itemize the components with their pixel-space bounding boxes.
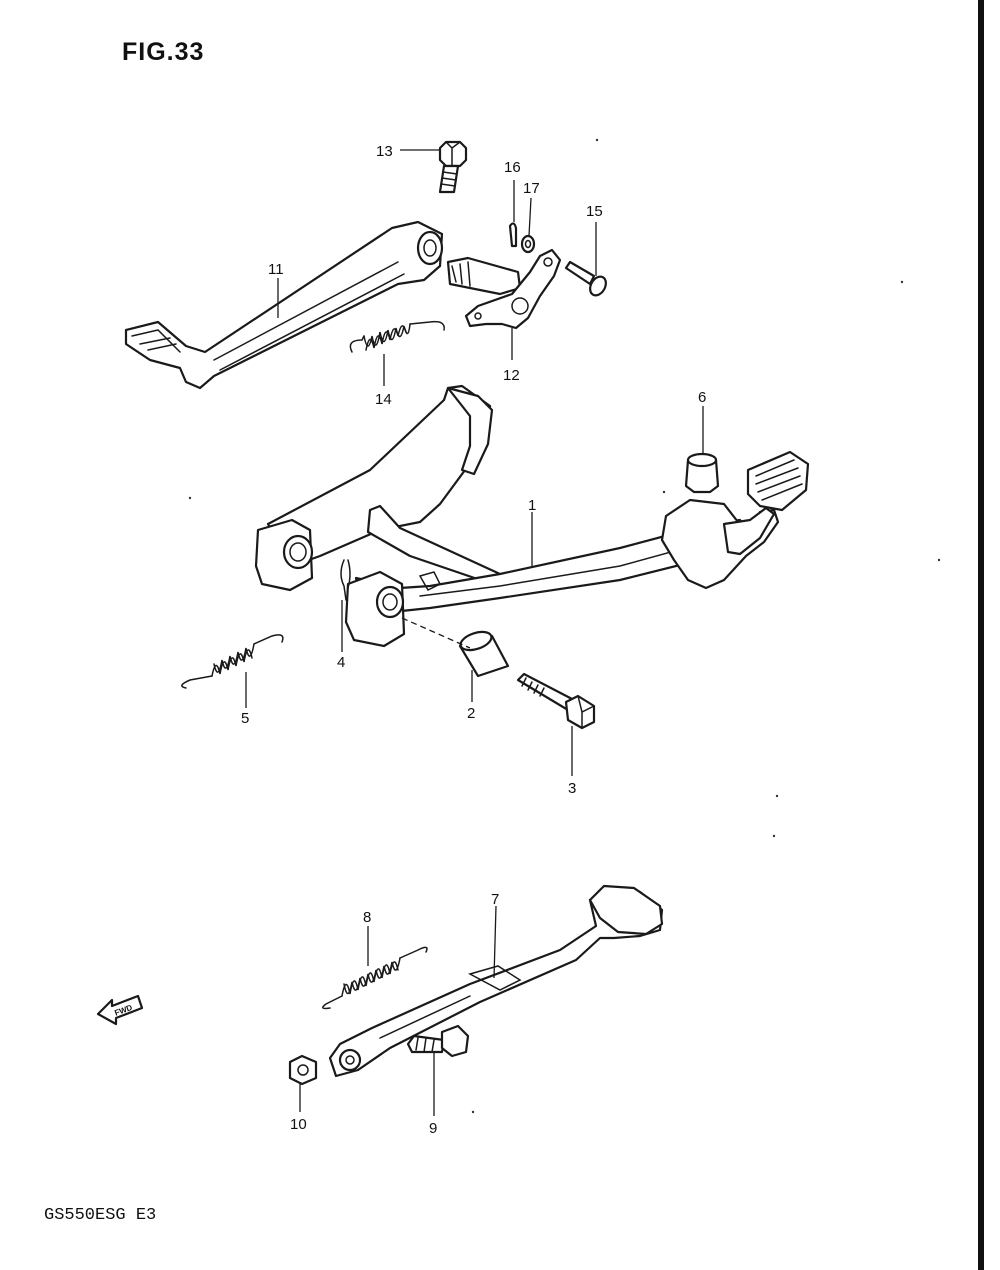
stand-cotter-pin-part[interactable] xyxy=(340,559,351,601)
callout-1: 1 xyxy=(528,497,536,514)
brake-pedal-part[interactable] xyxy=(124,220,444,390)
collar-part[interactable] xyxy=(458,628,510,678)
callout-16: 16 xyxy=(504,159,521,176)
callout-3: 3 xyxy=(568,780,576,797)
callout-15: 15 xyxy=(586,203,603,220)
callout-7: 7 xyxy=(491,891,499,908)
callout-4: 4 xyxy=(337,654,345,671)
leader-lines xyxy=(245,149,704,1116)
scan-specks xyxy=(188,138,941,1114)
center-stand-part[interactable] xyxy=(254,384,810,648)
callout-17: 17 xyxy=(523,180,540,197)
cotter-pin-part[interactable] xyxy=(508,222,518,248)
washer-part[interactable] xyxy=(520,234,536,254)
callout-8: 8 xyxy=(363,909,371,926)
nut-part[interactable] xyxy=(288,1054,318,1086)
stopper-part[interactable] xyxy=(684,452,720,494)
stand-spring-part[interactable] xyxy=(181,634,284,689)
figure-title: FIG.33 xyxy=(122,38,205,66)
callout-2: 2 xyxy=(467,705,475,722)
side-stand-spring-part[interactable] xyxy=(322,946,428,1010)
callout-12: 12 xyxy=(503,367,520,384)
callout-5: 5 xyxy=(241,710,249,727)
return-spring-part[interactable] xyxy=(349,320,445,353)
side-stand-bolt-part[interactable] xyxy=(406,1024,470,1058)
page-border xyxy=(978,0,984,1270)
callout-9: 9 xyxy=(429,1120,437,1137)
fwd-arrow-icon: FWD xyxy=(96,994,144,1026)
pivot-bolt-part[interactable] xyxy=(438,140,468,194)
callout-11: 11 xyxy=(268,261,284,278)
callout-10: 10 xyxy=(290,1116,307,1133)
side-stand-part[interactable] xyxy=(328,884,664,1078)
callout-numbers: 1 2 3 4 5 6 7 8 9 10 11 12 13 14 15 16 1… xyxy=(241,143,706,1137)
stand-bolt-part[interactable] xyxy=(516,672,596,730)
model-code: GS550ESG E3 xyxy=(44,1206,157,1225)
callout-6: 6 xyxy=(698,389,706,406)
callout-13: 13 xyxy=(376,143,393,160)
callout-14: 14 xyxy=(375,391,392,408)
clevis-pin-part[interactable] xyxy=(564,260,609,298)
brake-arm-part[interactable] xyxy=(446,248,562,330)
